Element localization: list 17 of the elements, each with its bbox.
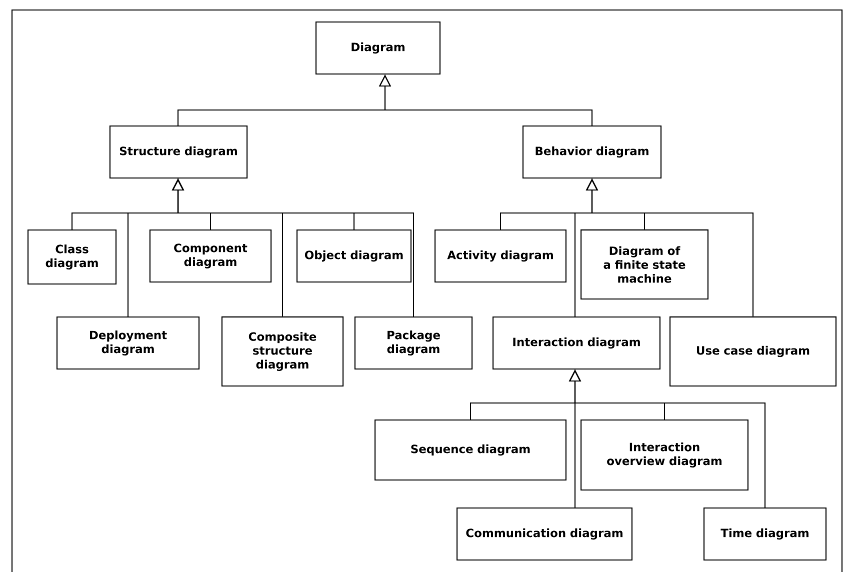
- diagram-box: Object diagram: [296, 229, 412, 283]
- diagram-box: Structure diagram: [109, 125, 248, 179]
- diagram-box: Component diagram: [149, 229, 272, 283]
- diagram-box: Use case diagram: [669, 316, 837, 387]
- diagram-box: Diagram: [315, 21, 441, 75]
- diagram-box: Sequence diagram: [374, 419, 566, 481]
- diagram-box: Class diagram: [27, 229, 117, 285]
- diagram-box: Interaction diagram: [492, 316, 660, 370]
- diagram-box: Behavior diagram: [522, 125, 662, 179]
- diagram-box: Deployment diagram: [56, 316, 200, 370]
- diagram-box: Interaction overview diagram: [580, 419, 748, 491]
- diagram-box: Package diagram: [354, 316, 473, 370]
- diagram-box: Activity diagram: [434, 229, 566, 283]
- diagram-box: Composite structure diagram: [221, 316, 344, 387]
- diagram-box: Time diagram: [703, 507, 827, 561]
- diagram-box: Communication diagram: [456, 507, 632, 561]
- diagram-box: Diagram of a finite state machine: [580, 229, 708, 300]
